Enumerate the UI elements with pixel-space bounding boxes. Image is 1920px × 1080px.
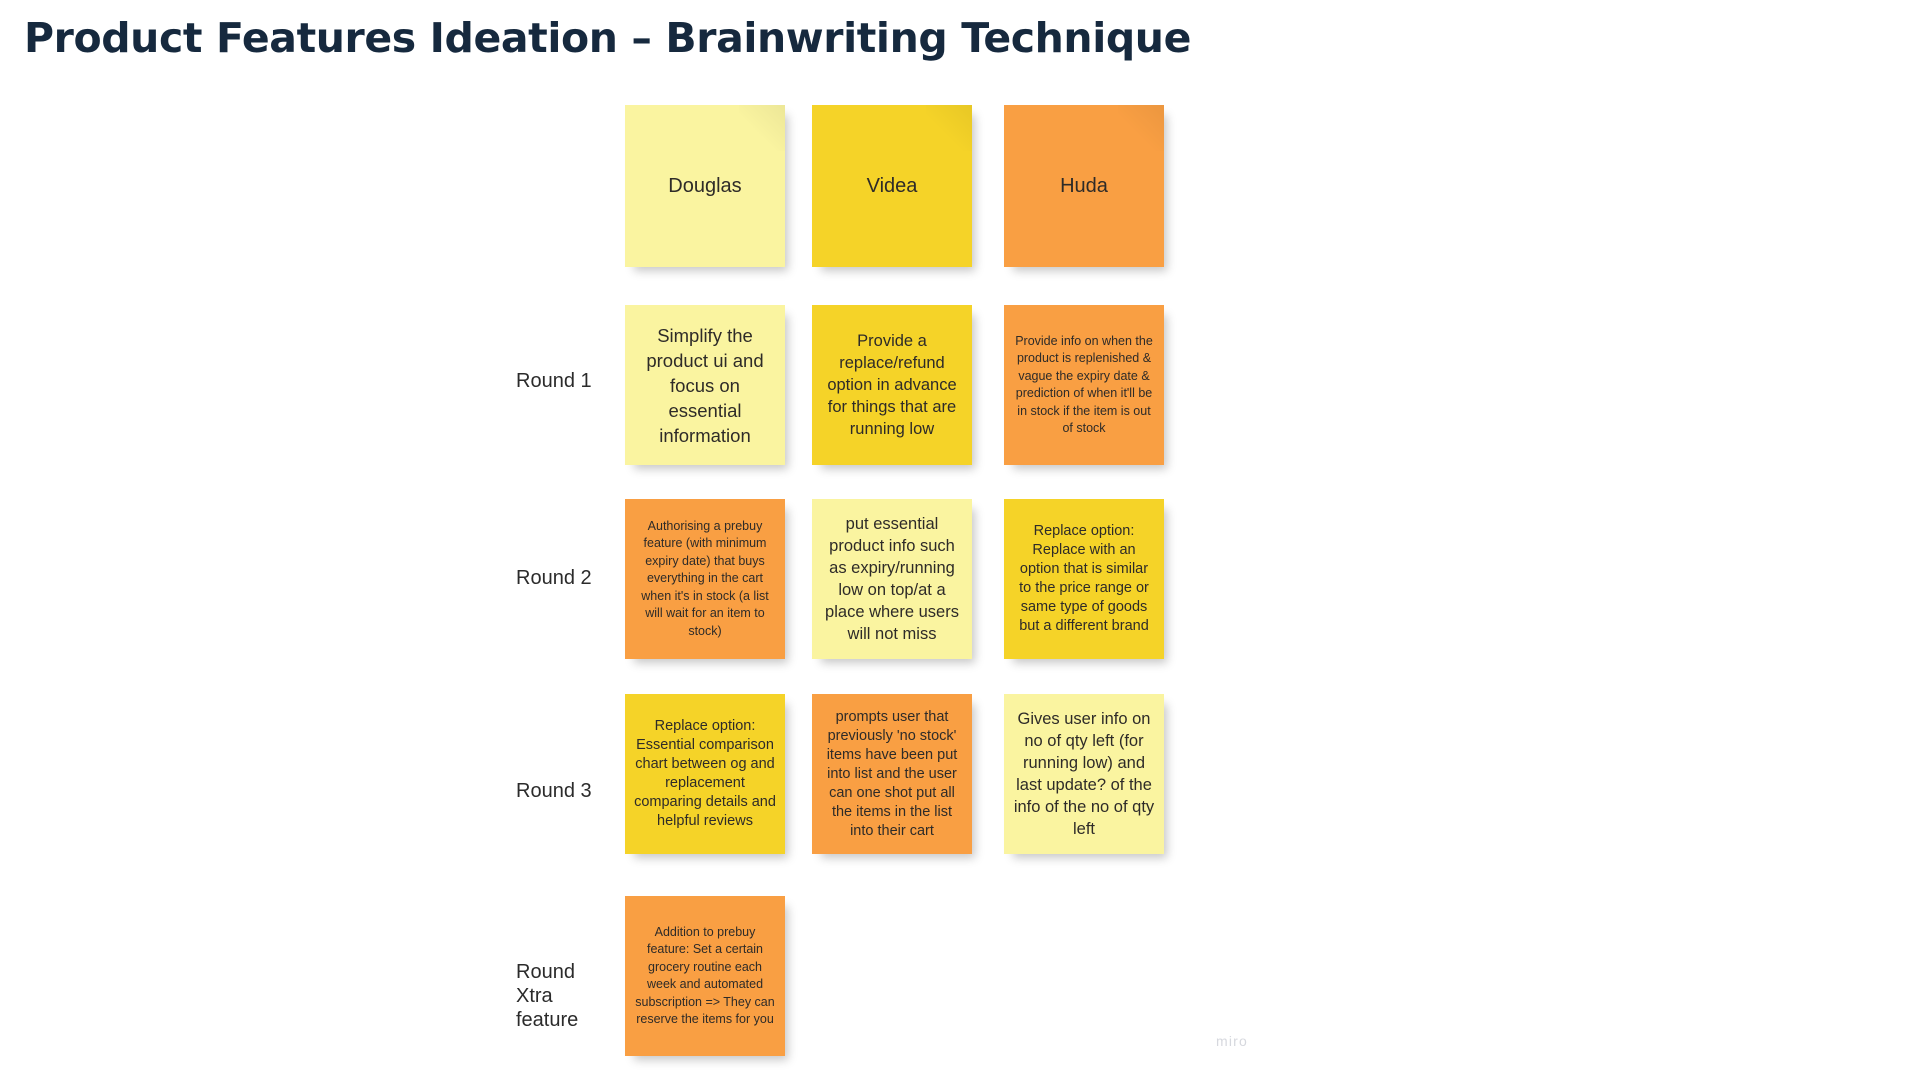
sticky-note-round2-douglas[interactable]: Authorising a prebuy feature (with minim… (625, 499, 785, 659)
sticky-note-text: Gives user info on no of qty left (for r… (1013, 710, 1155, 838)
row-label-round-2: Round 2 (516, 567, 592, 589)
sticky-note-text: Replace option: Replace with an option t… (1019, 523, 1149, 634)
sticky-note-round1-videa[interactable]: Provide a replace/refund option in advan… (812, 305, 972, 465)
participant-name-videa: Videa (866, 175, 918, 197)
sticky-note-text: Replace option: Essential comparison cha… (634, 718, 776, 829)
sticky-note-round2-videa[interactable]: put essential product info such as expir… (812, 499, 972, 659)
row-label-line-1: Round (516, 961, 575, 983)
sticky-note-round3-videa[interactable]: prompts user that previously 'no stock' … (812, 694, 972, 854)
sticky-note-round2-huda[interactable]: Replace option: Replace with an option t… (1004, 499, 1164, 659)
sticky-note-round3-huda[interactable]: Gives user info on no of qty left (for r… (1004, 694, 1164, 854)
participant-note-douglas[interactable]: Douglas (625, 105, 785, 267)
sticky-note-text: Provide a replace/refund option in advan… (827, 332, 957, 438)
participant-note-videa[interactable]: Videa (812, 105, 972, 267)
sticky-note-round1-douglas[interactable]: Simplify the product ui and focus on ess… (625, 305, 785, 465)
sticky-note-round1-huda[interactable]: Provide info on when the product is repl… (1004, 305, 1164, 465)
participant-name-huda: Huda (1060, 175, 1108, 197)
sticky-note-roundxtra-douglas[interactable]: Addition to prebuy feature: Set a certai… (625, 896, 785, 1056)
row-label-round-3: Round 3 (516, 780, 592, 802)
sticky-note-text: Authorising a prebuy feature (with minim… (641, 518, 769, 638)
row-label-round-1: Round 1 (516, 370, 592, 392)
participant-name-douglas: Douglas (668, 175, 742, 197)
sticky-note-text: put essential product info such as expir… (825, 515, 959, 643)
sticky-note-text: Addition to prebuy feature: Set a certai… (635, 924, 775, 1027)
row-label-line-3: feature (516, 1009, 579, 1031)
page-title: Product Features Ideation – Brainwriting… (24, 14, 1191, 62)
miro-watermark: miro (1216, 1033, 1249, 1049)
sticky-note-text: prompts user that previously 'no stock' … (826, 708, 958, 839)
row-label-line-2: Xtra (516, 985, 553, 1007)
participant-note-huda[interactable]: Huda (1004, 105, 1164, 267)
sticky-note-text: Provide info on when the product is repl… (1015, 333, 1153, 436)
sticky-note-text: Simplify the product ui and focus on ess… (646, 324, 764, 446)
sticky-note-round3-douglas[interactable]: Replace option: Essential comparison cha… (625, 694, 785, 854)
row-label-round-xtra: Round Xtra feature (516, 960, 656, 1032)
